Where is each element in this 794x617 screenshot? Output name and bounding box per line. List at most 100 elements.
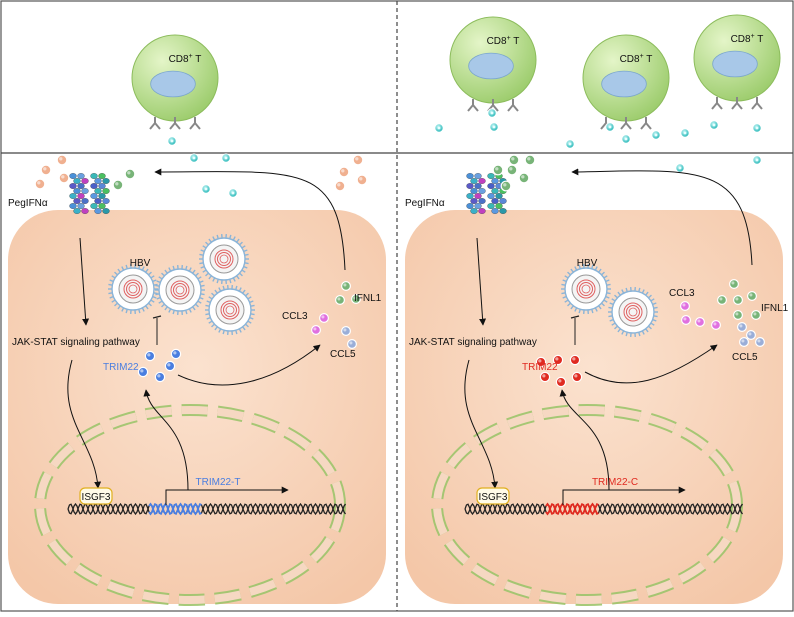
pegifn-ligand xyxy=(357,175,367,185)
tcell-label-suffix: T xyxy=(193,54,202,65)
ifnl1-chemokine xyxy=(336,296,345,305)
ifnl1-chemokine-shine xyxy=(719,297,722,300)
receptor-domain xyxy=(91,173,98,179)
ifnl1-secreted-shine xyxy=(495,167,498,170)
trim22-protein xyxy=(165,361,174,370)
receptor-domain xyxy=(471,178,478,184)
receptor-domain xyxy=(471,188,478,194)
receptor-domain xyxy=(467,183,474,189)
trim22-protein xyxy=(556,377,565,386)
chemokine-dot-core xyxy=(205,188,208,191)
isgf3-label: ISGF3 xyxy=(82,492,111,503)
receptor-domain xyxy=(99,183,106,189)
receptor-domain xyxy=(95,198,102,204)
ccl5-chemokine xyxy=(740,338,749,347)
ccl3-chemokine-shine xyxy=(713,322,716,325)
tcr-receptor xyxy=(190,117,200,129)
receptor-domain xyxy=(500,208,507,214)
cd8-t-cell: CD8+ T xyxy=(583,35,669,129)
chemokine-dot-core xyxy=(171,140,174,143)
receptor-domain xyxy=(95,188,102,194)
ccl5-chemokine xyxy=(756,338,765,347)
ifnl1-label: IFNL1 xyxy=(354,293,382,304)
cd8-t-cell: CD8+ T xyxy=(694,15,780,109)
receptor-domain xyxy=(78,193,85,199)
ifnl1-secreted-shine xyxy=(115,182,118,185)
ccl3-chemokine xyxy=(312,326,321,335)
trim22-protein xyxy=(570,355,579,364)
tcr-receptor xyxy=(712,97,722,109)
virion-capsid xyxy=(619,298,647,326)
receptor-domain xyxy=(70,173,77,179)
receptor-domain xyxy=(496,193,503,199)
receptor-domain xyxy=(103,208,110,214)
tcell-label: CD8+ T xyxy=(620,53,653,65)
receptor-domain xyxy=(99,203,106,209)
tcell-label-suffix: T xyxy=(755,34,764,45)
ifnl1-secreted xyxy=(509,155,519,165)
ccl5-label: CCL5 xyxy=(732,352,758,363)
pegifn-ligand-shine xyxy=(341,169,344,172)
ifnl1-secreted-shine xyxy=(521,175,524,178)
trim22-protein-shine xyxy=(572,357,575,360)
ifnl1-secreted xyxy=(525,155,535,165)
virion-capsid xyxy=(119,275,147,303)
receptor-domain xyxy=(479,178,486,184)
tcell-label-main: CD8 xyxy=(731,34,751,45)
ifnl1-chemokine xyxy=(734,296,743,305)
pegifn-ligand-shine xyxy=(61,175,64,178)
ifnl1-chemokine xyxy=(748,292,757,301)
virion-capsid xyxy=(166,276,194,304)
tcell-label-suffix: T xyxy=(644,54,653,65)
trim22-variant-label: TRIM22-C xyxy=(592,477,638,488)
tcell-nucleus xyxy=(602,71,647,97)
chemokine-dot-core xyxy=(713,124,716,127)
receptor-domain xyxy=(99,173,106,179)
ifnl1-secreted-shine xyxy=(509,167,512,170)
tcell-label: CD8+ T xyxy=(487,35,520,47)
ccl5-chemokine-shine xyxy=(343,328,346,331)
receptor-domain xyxy=(488,203,495,209)
receptor-domain xyxy=(103,188,110,194)
tcr-receptor xyxy=(641,117,651,129)
ifnl1-chemokine xyxy=(734,311,743,320)
receptor-domain xyxy=(78,203,85,209)
receptor-domain xyxy=(467,203,474,209)
receptor-domain xyxy=(479,188,486,194)
pegifn-ligand xyxy=(353,155,363,165)
receptor-domain xyxy=(500,198,507,204)
pathway-label: JAK-STAT signaling pathway xyxy=(12,337,140,348)
tcr-receptor xyxy=(468,99,478,111)
pegifn-ligand xyxy=(41,165,51,175)
receptor-domain xyxy=(475,173,482,179)
ccl3-chemokine-shine xyxy=(683,317,686,320)
ifnl1-secreted xyxy=(493,165,503,175)
ccl3-chemokine xyxy=(681,302,690,311)
receptor-domain xyxy=(471,208,478,214)
ligand-label: PegIFNα xyxy=(8,198,48,209)
pegifn-ligand xyxy=(59,173,69,183)
ccl5-chemokine-shine xyxy=(741,339,744,342)
ifnl1-chemokine-shine xyxy=(731,281,734,284)
ifnl1-secreted xyxy=(125,169,135,179)
ccl3-chemokine xyxy=(712,321,721,330)
pegifn-ligand-shine xyxy=(355,157,358,160)
ifnl1-chemokine-shine xyxy=(343,283,346,286)
trim22-protein xyxy=(171,349,180,358)
receptor-domain xyxy=(91,193,98,199)
trim22-label: TRIM22 xyxy=(522,362,558,373)
receptor-domain xyxy=(74,188,81,194)
trim22-protein-shine xyxy=(147,353,150,356)
ifnl1-chemokine-shine xyxy=(735,312,738,315)
receptor-domain xyxy=(488,183,495,189)
ifnl1-secreted xyxy=(507,165,517,175)
receptor-domain xyxy=(467,173,474,179)
receptor-domain xyxy=(99,193,106,199)
ifnl1-secreted-shine xyxy=(511,157,514,160)
receptor-domain xyxy=(103,178,110,184)
trim22-label: TRIM22 xyxy=(103,362,139,373)
chemokine-dot-core xyxy=(491,112,494,115)
chemokine-dot-core xyxy=(609,126,612,129)
